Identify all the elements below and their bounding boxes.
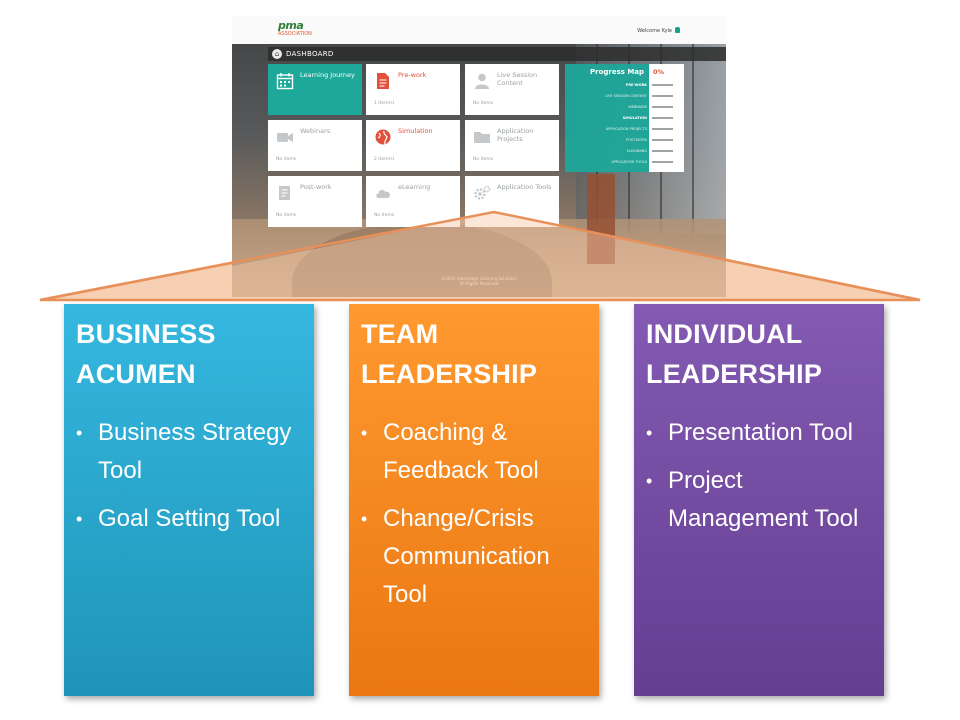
progress-bar — [652, 150, 673, 152]
tile-label: Simulation — [398, 127, 433, 135]
tile-count: No items — [374, 213, 395, 218]
welcome-user[interactable]: Welcome Kyle — [637, 27, 680, 34]
tile-label: Application Tools — [497, 183, 552, 191]
progress-row-elearning: ELEARNING — [626, 149, 647, 153]
calendar-icon — [276, 73, 294, 90]
progress-row-live-session: LIVE SESSION CONTENT — [604, 94, 647, 98]
office-door — [587, 174, 615, 264]
tile-count: 2 item(s) — [374, 157, 395, 162]
card-title: TEAM LEADERSHIP — [361, 319, 538, 389]
tile-label: Application Projects — [497, 127, 534, 143]
tile-pre-work[interactable]: Pre-work 1 item(s) — [366, 64, 460, 115]
progress-bar — [652, 95, 673, 97]
progress-row-post-work: POST-WORK — [626, 138, 647, 142]
tile-application-tools[interactable]: Application Tools — [465, 176, 559, 227]
card-team-leadership: TEAM LEADERSHIP Coaching & Feedback Tool… — [349, 304, 599, 696]
gears-icon — [474, 185, 491, 200]
card-business-acumen: BUSINESS ACUMEN Business Strategy Tool G… — [64, 304, 314, 696]
tile-count: No items — [276, 157, 297, 162]
tile-count: No items — [473, 101, 494, 106]
globe-icon — [375, 129, 391, 145]
progress-bar — [652, 128, 673, 130]
progress-bar — [652, 106, 673, 108]
tile-label: Webinars — [300, 127, 331, 135]
progress-bar — [652, 117, 673, 119]
progress-bar — [652, 139, 673, 141]
progress-row-simulation: SIMULATION — [622, 116, 647, 120]
dashboard-header-bar: ⌂ DASHBOARD — [268, 47, 726, 61]
bullet-item: Goal Setting Tool — [76, 500, 302, 538]
document-icon — [377, 73, 389, 89]
pma-logo: pma ASSOCIATION — [278, 19, 312, 37]
card-bullet-list: Coaching & Feedback Tool Change/Crisis C… — [361, 414, 587, 614]
tile-count: No items — [276, 213, 297, 218]
bullet-item: Project Management Tool — [646, 462, 872, 538]
tile-webinars[interactable]: Webinars No items — [268, 120, 362, 171]
tile-elearning[interactable]: eLearning No items — [366, 176, 460, 227]
tile-label: Learning Journey — [300, 71, 355, 79]
app-header: pma ASSOCIATION Welcome Kyle — [232, 16, 726, 44]
bullet-item: Coaching & Feedback Tool — [361, 414, 587, 490]
tile-label: eLearning — [398, 183, 431, 191]
tile-application-projects[interactable]: Application Projects No items — [465, 120, 559, 171]
dashboard-title: DASHBOARD — [286, 50, 334, 58]
card-individual-leadership: INDIVIDUAL LEADERSHIP Presentation Tool … — [634, 304, 884, 696]
bullet-item: Change/Crisis Communication Tool — [361, 500, 587, 614]
bullet-item: Business Strategy Tool — [76, 414, 302, 490]
copyright-text: ©2016 Advantage Learning Solutions All R… — [441, 276, 517, 286]
progress-bar — [652, 84, 673, 86]
person-icon — [475, 73, 489, 89]
cloud-icon — [376, 189, 390, 198]
book-icon — [279, 186, 290, 200]
card-title: BUSINESS ACUMEN — [76, 319, 216, 389]
user-icon — [675, 27, 680, 33]
card-title: INDIVIDUAL LEADERSHIP — [646, 319, 823, 389]
tile-count: 1 item(s) — [374, 101, 395, 106]
tile-learning-journey[interactable]: Learning Journey — [268, 64, 362, 115]
video-camera-icon — [277, 133, 293, 142]
progress-map-title: Progress Map — [590, 68, 645, 76]
card-bullet-list: Business Strategy Tool Goal Setting Tool — [76, 414, 302, 538]
bullet-item: Presentation Tool — [646, 414, 872, 452]
progress-percent: 0% — [653, 68, 665, 76]
progress-bar — [652, 161, 673, 163]
progress-row-pre-work: PRE-WORK — [625, 83, 647, 87]
tile-simulation[interactable]: Simulation 2 item(s) — [366, 120, 460, 171]
dashboard-screenshot: pma ASSOCIATION Welcome Kyle ©2016 Advan… — [232, 16, 726, 297]
tile-label: Pre-work — [398, 71, 427, 79]
progress-row-application-tools: APPLICATION TOOLS — [611, 160, 647, 164]
tile-label: Post-work — [300, 183, 332, 191]
tile-count: No items — [473, 157, 494, 162]
tile-post-work[interactable]: Post-work No items — [268, 176, 362, 227]
progress-row-webinars: WEBINARS — [628, 105, 647, 109]
tile-live-session-content[interactable]: Live Session Content No items — [465, 64, 559, 115]
home-icon: ⌂ — [272, 49, 282, 59]
progress-row-application-projects: APPLICATION PROJECTS — [605, 127, 647, 131]
card-bullet-list: Presentation Tool Project Management Too… — [646, 414, 872, 538]
folder-icon — [474, 132, 490, 143]
tile-label: Live Session Content — [497, 71, 538, 87]
progress-map: Progress Map 0% PRE-WORK LIVE SESSION CO… — [565, 64, 684, 172]
